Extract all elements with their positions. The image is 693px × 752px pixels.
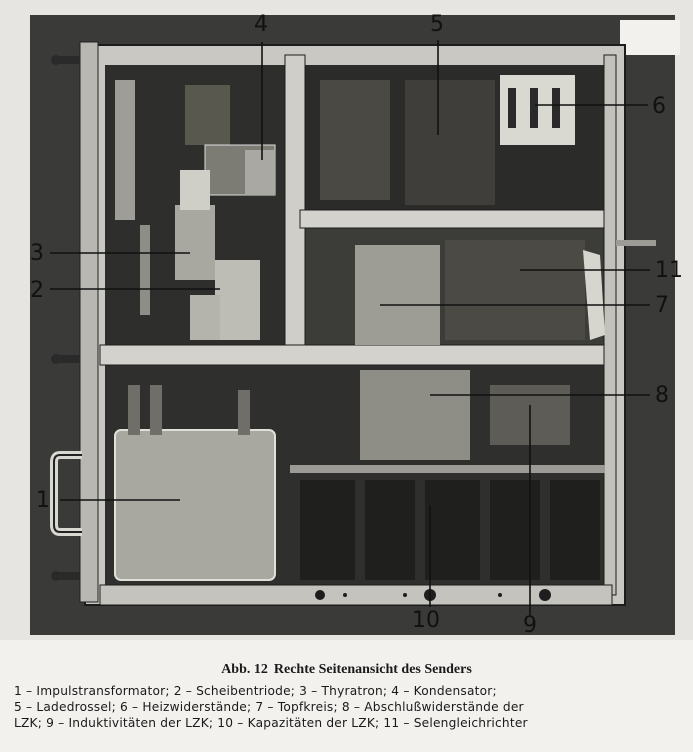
callout-10: 10 [412, 608, 440, 633]
legend-line: 5 – Ladedrossel; 6 – Heizwiderstände; 7 … [14, 700, 524, 714]
figure-caption-title: Abb. 12 Rechte Seitenansicht des Senders [0, 662, 693, 678]
transmitter-photo [0, 0, 693, 640]
callout-2: 2 [30, 278, 44, 303]
callout-7: 7 [655, 293, 669, 318]
callout-11: 11 [655, 258, 683, 283]
figure-title: Rechte Seitenansicht des Senders [273, 662, 472, 677]
legend-line: 1 – Impulstransformator; 2 – Scheibentri… [14, 684, 497, 698]
callout-6: 6 [652, 94, 666, 119]
figure-legend: 1 – Impulstransformator; 2 – Scheibentri… [14, 683, 684, 731]
photo-figure: 4 5 6 3 2 11 7 8 1 10 9 [0, 0, 693, 640]
callout-9: 9 [523, 613, 537, 638]
callout-5: 5 [430, 12, 444, 37]
callout-8: 8 [655, 383, 669, 408]
legend-line: LZK; 9 – Induktivitäten der LZK; 10 – Ka… [14, 716, 528, 730]
callout-3: 3 [30, 241, 44, 266]
callout-1: 1 [36, 488, 50, 513]
figure-number: Abb. 12 [221, 662, 268, 677]
callout-4: 4 [254, 12, 268, 37]
